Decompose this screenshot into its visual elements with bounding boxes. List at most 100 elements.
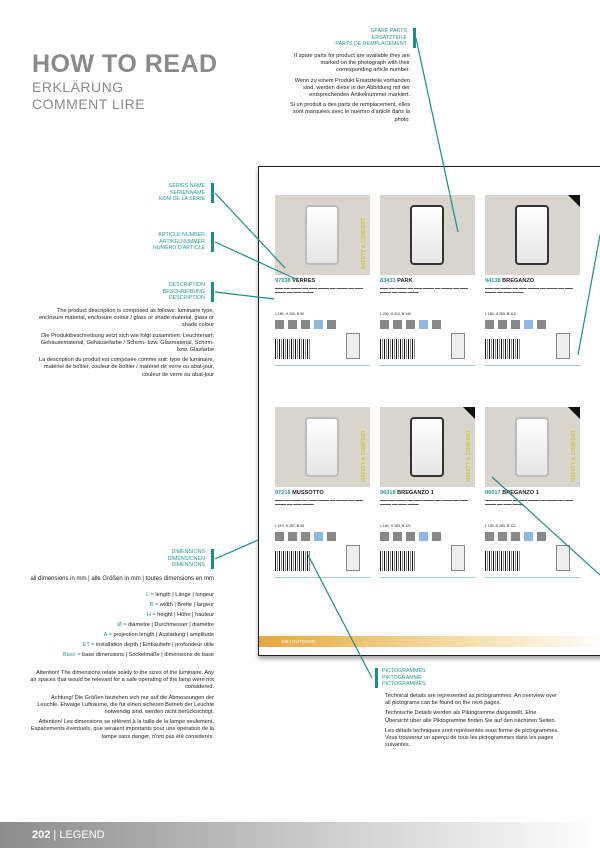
product-card: SAFETY & COMFORT 96017 BREGANZO 1 ▬▬▬ ▬▬… (485, 407, 580, 578)
series-name: MUSSOTTO (292, 490, 324, 496)
callout-pictogrammes (307, 554, 373, 679)
article-number: 94138 (485, 278, 501, 284)
article-number: 96017 (485, 490, 501, 496)
lamp-image (515, 417, 549, 477)
divider (485, 577, 580, 578)
product-card: 94138 BREGANZO ▬▬▬ ▬▬ ▬▬▬▬ ▬▬ ▬▬▬ ▬▬▬▬ ▬… (485, 195, 580, 366)
product-description: ▬▬▬ ▬▬ ▬▬▬▬ ▬▬ ▬▬▬ ▬▬▬▬ ▬▬ ▬▬▬▬ ▬▬ ▬▬▬ ▬… (275, 498, 364, 506)
dimension-item: Ø = diametre | Durchmesser | diamètre (117, 622, 214, 628)
product-dimensions: L 160, H 285, B 121 (485, 524, 517, 528)
pictogram-row (275, 320, 370, 329)
barcode (380, 551, 416, 571)
pictogram-icon (327, 532, 336, 541)
pictogram-icon (406, 532, 415, 541)
dimension-drawing (346, 333, 360, 359)
dimension-item: Base = base dimensions | Sockelmaße | di… (62, 652, 214, 658)
dimension-drawing (451, 333, 465, 359)
pictogrammes-text: Technical details are represented as pic… (385, 693, 559, 749)
callout-dimensions (214, 539, 259, 560)
dimension-item: A = projection length | Ausladung | ampl… (103, 632, 214, 638)
pictogram-icon (327, 320, 336, 329)
description-text: The product description is composed as f… (38, 308, 214, 378)
dimension-item: H = height | Höhe | hauteur (146, 612, 214, 618)
dimension-item: L = length | Länge | longeur (146, 592, 214, 598)
product-photo (380, 195, 475, 275)
pictogram-row (380, 320, 475, 329)
product-photo: SAFETY & COMFORT (275, 407, 370, 487)
lamp-image (410, 417, 444, 477)
page-title: HOW TO READ (32, 50, 218, 78)
product-photo (485, 195, 580, 275)
lamp-image (305, 205, 339, 265)
pictogram-icon (301, 532, 310, 541)
pictogram-icon (406, 320, 415, 329)
dimension-drawing (556, 333, 570, 359)
product-title: 83433 PARK (380, 278, 475, 284)
pictogram-row (275, 532, 370, 541)
spare-parts-text: If spare parts for product are available… (289, 53, 410, 123)
dimension-drawing (346, 545, 360, 571)
barcode (275, 339, 311, 359)
product-description: ▬▬▬ ▬▬ ▬▬▬▬ ▬▬ ▬▬▬ ▬▬▬▬ ▬▬ ▬▬▬▬ ▬▬ ▬▬▬ ▬… (380, 286, 469, 294)
product-title: 96018 BREGANZO 1 (380, 490, 475, 496)
product-card: SAFETY & COMFORT 97218 MUSSOTTO ▬▬▬ ▬▬ ▬… (275, 407, 370, 578)
product-photo: SAFETY & COMFORT (485, 407, 580, 487)
callout-article (214, 241, 299, 281)
series-name: BREGANZO 1 (502, 490, 539, 496)
product-description: ▬▬▬ ▬▬ ▬▬▬▬ ▬▬ ▬▬▬ ▬▬▬▬ ▬▬ ▬▬▬▬ ▬▬ ▬▬▬ ▬… (485, 498, 574, 506)
pictogram-icon (275, 320, 284, 329)
lamp-image (515, 205, 549, 265)
article-number: 96018 (380, 490, 396, 496)
pictogram-row (485, 320, 580, 329)
pictogram-icon (275, 532, 284, 541)
pictogram-icon (498, 532, 507, 541)
catalog-page-example: 188 | OUTDOOR SAFETY & COMFORT 97238 VER… (258, 166, 600, 656)
article-number: 97218 (275, 490, 291, 496)
pictogram-row (380, 532, 475, 541)
pictogram-icon (380, 532, 389, 541)
product-dimensions: L 160, H 250, B 115 (485, 312, 516, 316)
pictogram-icon (380, 320, 389, 329)
pictogram-icon (301, 320, 310, 329)
pictogram-icon (288, 532, 297, 541)
barcode (275, 551, 311, 571)
product-photo: SAFETY & COMFORT (380, 407, 475, 487)
page-footer: 202 | LEGEND (0, 822, 600, 848)
pictogram-row (485, 532, 580, 541)
new-badge (463, 407, 475, 419)
lamp-image (305, 417, 339, 477)
dimensions-list: L = length | Länge | longeur B = width | … (14, 590, 214, 660)
pictogram-icon (511, 320, 520, 329)
pictogram-icon (498, 320, 507, 329)
product-dimensions: L 200, H 310, B 140 (380, 312, 412, 316)
ip-rating-icon (419, 320, 428, 329)
product-dimensions: L 210, H 287, B 98 (275, 524, 305, 528)
new-badge (568, 195, 580, 207)
product-description: ▬▬▬ ▬▬ ▬▬▬▬ ▬▬ ▬▬▬ ▬▬▬▬ ▬▬ ▬▬▬▬ ▬▬ ▬▬▬ ▬… (485, 286, 574, 294)
pictogram-icon (485, 532, 494, 541)
inset-footer: 188 | OUTDOOR (259, 636, 600, 647)
product-title: 96017 BREGANZO 1 (485, 490, 580, 496)
callout-series (214, 192, 286, 269)
dimension-item: B = width | Breite | largeur (149, 602, 214, 608)
ip-rating-icon (524, 320, 533, 329)
product-card: SAFETY & COMFORT 97238 VERRES ▬▬▬ ▬▬ ▬▬▬… (275, 195, 370, 366)
divider (380, 365, 475, 366)
new-badge (568, 407, 580, 419)
product-card: 83433 PARK ▬▬▬ ▬▬ ▬▬▬▬ ▬▬ ▬▬▬ ▬▬▬▬ ▬▬ ▬▬… (380, 195, 475, 366)
product-card: SAFETY & COMFORT 96018 BREGANZO 1 ▬▬▬ ▬▬… (380, 407, 475, 578)
pictogram-icon (393, 320, 402, 329)
series-name: PARK (397, 278, 413, 284)
dimension-drawing (451, 545, 465, 571)
ip-rating-icon (524, 532, 533, 541)
divider (485, 365, 580, 366)
product-title: 94138 BREGANZO (485, 278, 580, 284)
